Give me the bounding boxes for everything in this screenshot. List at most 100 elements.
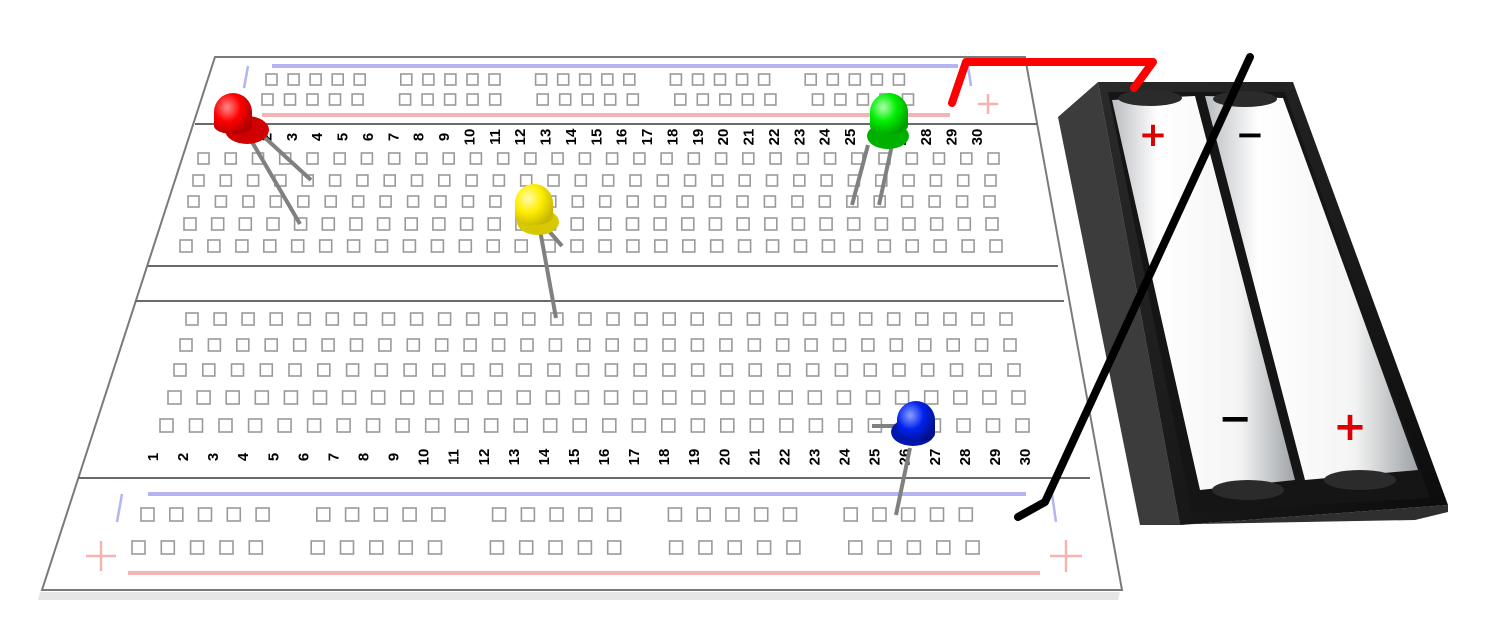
breadboard-hole[interactable] xyxy=(402,239,417,253)
breadboard-hole[interactable] xyxy=(398,540,414,555)
breadboard-hole[interactable] xyxy=(741,93,755,106)
breadboard-hole[interactable] xyxy=(520,507,536,522)
breadboard-hole[interactable] xyxy=(736,217,750,231)
breadboard-hole[interactable] xyxy=(691,390,706,405)
breadboard-hole[interactable] xyxy=(379,195,392,208)
breadboard-hole[interactable] xyxy=(727,540,743,555)
breadboard-hole[interactable] xyxy=(469,152,483,165)
breadboard-hole[interactable] xyxy=(571,195,585,208)
breadboard-hole[interactable] xyxy=(763,217,778,231)
breadboard-hole[interactable] xyxy=(598,195,612,208)
breadboard-hole[interactable] xyxy=(791,195,804,208)
breadboard-hole[interactable] xyxy=(725,507,740,522)
breadboard-hole[interactable] xyxy=(714,152,728,165)
breadboard-hole[interactable] xyxy=(971,312,985,326)
breadboard-hole[interactable] xyxy=(491,338,506,352)
breadboard-hole[interactable] xyxy=(603,93,617,106)
breadboard-hole[interactable] xyxy=(356,174,369,187)
breadboard-hole[interactable] xyxy=(660,152,673,165)
breadboard-hole[interactable] xyxy=(429,390,444,405)
breadboard-hole[interactable] xyxy=(982,390,997,405)
breadboard-hole[interactable] xyxy=(321,217,336,231)
breadboard-hole[interactable] xyxy=(600,73,614,86)
breadboard-hole[interactable] xyxy=(673,93,687,106)
breadboard-hole[interactable] xyxy=(290,239,305,253)
breadboard-hole[interactable] xyxy=(235,239,249,253)
breadboard-hole[interactable] xyxy=(306,418,322,433)
breadboard-hole[interactable] xyxy=(946,338,961,352)
breadboard-hole[interactable] xyxy=(376,217,391,231)
breadboard-hole[interactable] xyxy=(834,363,849,377)
breadboard-hole[interactable] xyxy=(368,540,384,555)
breadboard-hole[interactable] xyxy=(984,174,997,187)
breadboard-hole[interactable] xyxy=(718,93,732,106)
breadboard-hole[interactable] xyxy=(961,239,975,253)
breadboard-hole[interactable] xyxy=(399,73,413,86)
breadboard-hole[interactable] xyxy=(387,152,401,165)
breadboard-hole[interactable] xyxy=(756,540,772,555)
breadboard-hole[interactable] xyxy=(892,363,906,377)
breadboard-hole[interactable] xyxy=(524,152,537,165)
breadboard-hole[interactable] xyxy=(764,93,777,106)
breadboard-hole[interactable] xyxy=(306,152,319,165)
breadboard-hole[interactable] xyxy=(838,418,853,433)
breadboard-hole[interactable] xyxy=(277,418,292,433)
breadboard-hole[interactable] xyxy=(820,174,833,187)
breadboard-hole[interactable] xyxy=(818,195,832,208)
breadboard-hole[interactable] xyxy=(518,363,532,377)
breadboard-hole[interactable] xyxy=(719,418,735,433)
breadboard-hole[interactable] xyxy=(431,507,446,522)
breadboard-hole[interactable] xyxy=(131,540,146,555)
breadboard-hole[interactable] xyxy=(1011,390,1026,405)
breadboard-hole[interactable] xyxy=(661,390,677,405)
breadboard-hole[interactable] xyxy=(836,390,852,405)
breadboard-hole[interactable] xyxy=(604,363,619,377)
breadboard-hole[interactable] xyxy=(826,73,840,86)
breadboard-hole[interactable] xyxy=(288,363,302,377)
breadboard-hole[interactable] xyxy=(601,174,615,187)
breadboard-hole[interactable] xyxy=(631,418,647,433)
breadboard-hole[interactable] xyxy=(207,239,221,253)
breadboard-hole[interactable] xyxy=(932,152,946,165)
breadboard-hole[interactable] xyxy=(709,239,724,253)
breadboard-hole[interactable] xyxy=(985,418,1001,433)
breadboard-hole[interactable] xyxy=(989,239,1003,253)
breadboard-hole[interactable] xyxy=(333,152,347,165)
breadboard-hole[interactable] xyxy=(219,540,234,555)
breadboard-hole[interactable] xyxy=(708,217,723,231)
breadboard-hole[interactable] xyxy=(548,338,563,352)
breadboard-hole[interactable] xyxy=(514,239,529,253)
breadboard-hole[interactable] xyxy=(336,418,351,433)
breadboard-hole[interactable] xyxy=(690,418,706,433)
breadboard-hole[interactable] xyxy=(861,338,875,352)
breadboard-hole[interactable] xyxy=(746,312,761,326)
breadboard-hole[interactable] xyxy=(863,363,878,377)
breadboard-hole[interactable] xyxy=(985,217,999,231)
breadboard-hole[interactable] xyxy=(1015,418,1030,433)
breadboard-hole[interactable] xyxy=(465,174,478,187)
breadboard-hole[interactable] xyxy=(792,174,806,187)
breadboard-hole[interactable] xyxy=(321,338,335,352)
breadboard-hole[interactable] xyxy=(662,338,676,352)
breadboard-hole[interactable] xyxy=(848,73,862,86)
breadboard-hole[interactable] xyxy=(185,312,199,326)
breadboard-hole[interactable] xyxy=(493,312,508,326)
breadboard-hole[interactable] xyxy=(489,540,505,555)
breadboard-hole[interactable] xyxy=(188,418,204,433)
breadboard-hole[interactable] xyxy=(434,195,447,208)
breadboard-hole[interactable] xyxy=(763,195,777,208)
breadboard-hole[interactable] xyxy=(929,174,943,187)
breadboard-hole[interactable] xyxy=(183,217,197,231)
breadboard-hole[interactable] xyxy=(669,73,683,86)
breadboard-hole[interactable] xyxy=(442,152,456,165)
breadboard-hole[interactable] xyxy=(690,312,705,326)
breadboard-hole[interactable] xyxy=(874,217,889,231)
breadboard-hole[interactable] xyxy=(1003,338,1017,352)
breadboard-hole[interactable] xyxy=(923,390,939,405)
breadboard-hole[interactable] xyxy=(487,390,502,405)
breadboard-hole[interactable] xyxy=(339,540,355,555)
breadboard-hole[interactable] xyxy=(823,152,837,165)
breadboard-hole[interactable] xyxy=(713,73,727,86)
breadboard-hole[interactable] xyxy=(738,174,752,187)
breadboard-hole[interactable] xyxy=(487,217,502,231)
